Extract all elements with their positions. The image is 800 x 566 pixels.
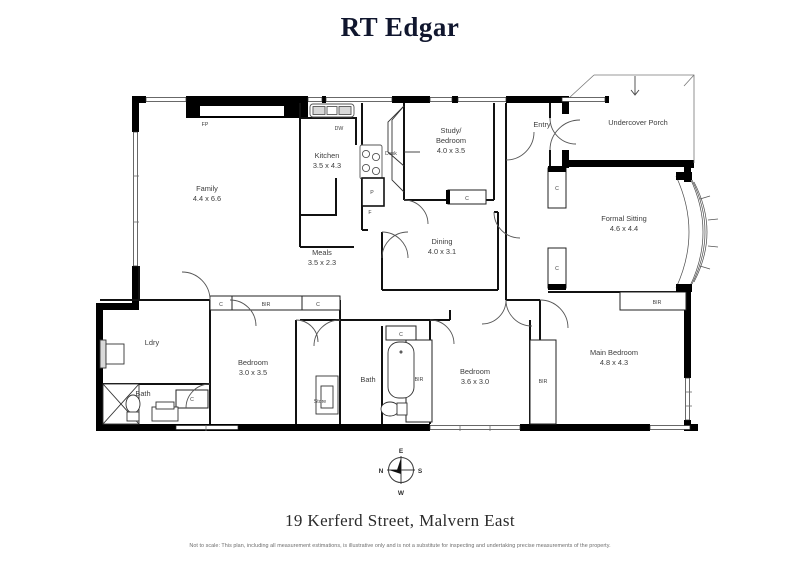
room-labels: Family 4.4 x 6.6 Kitchen 3.5 x 4.3 Meals… xyxy=(135,118,667,405)
closet-code-c-7: C xyxy=(555,266,559,272)
brand-title: RT Edgar xyxy=(340,12,460,42)
fixture-codes: FP DW Desk P F xyxy=(202,122,398,216)
room-dim-kitchen: 3.5 x 4.3 xyxy=(313,161,341,170)
closet-end-caps xyxy=(446,166,566,290)
closet-code-c-3: C xyxy=(190,397,194,403)
bay-window-curve xyxy=(675,175,708,289)
closet-code-bir-1: BIR xyxy=(262,302,271,308)
room-label-bath-left: Bath xyxy=(135,389,150,398)
fixture-code-fridge: F xyxy=(368,210,371,216)
porch-outline xyxy=(568,74,695,163)
closet-code-bir-2: BIR xyxy=(415,377,424,383)
room-label-study-bedroom: Bedroom xyxy=(436,136,466,145)
room-label-laundry: Ldry xyxy=(145,338,160,347)
compass-label-e: E xyxy=(399,448,404,455)
room-label-bedroom-2: Bedroom xyxy=(238,358,268,367)
desk-shape xyxy=(387,105,420,167)
room-label-undercover-porch: Undercover Porch xyxy=(608,118,668,127)
closet-codes: C BIR C C C BIR BIR C C C BIR xyxy=(190,186,661,403)
windows xyxy=(133,97,691,430)
property-address: 19 Kerferd Street, Malvern East xyxy=(284,511,515,530)
fixture-code-desk: Desk xyxy=(385,151,397,157)
bath-fixtures-left xyxy=(99,339,179,425)
closet-boxes xyxy=(175,167,687,425)
room-dim-main-bedroom: 4.8 x 4.3 xyxy=(600,358,628,367)
room-label-bath-centre: Bath xyxy=(360,375,375,384)
room-label-study: Study/ xyxy=(441,126,463,135)
closet-code-c-4: C xyxy=(399,332,403,338)
room-label-kitchen: Kitchen xyxy=(315,151,340,160)
closet-code-c-5: C xyxy=(465,196,469,202)
closet-code-bir-3: BIR xyxy=(539,379,548,385)
room-dim-study-bedroom: 4.0 x 3.5 xyxy=(437,146,465,155)
room-dim-family: 4.4 x 6.6 xyxy=(193,194,221,203)
compass-label-n: N xyxy=(379,468,384,475)
bay-window-mullions xyxy=(699,195,719,270)
fixture-code-fp: FP xyxy=(202,122,209,128)
study-angle-wall xyxy=(391,105,405,193)
fixture-code-dw: DW xyxy=(335,126,344,132)
closet-code-bir-4: BIR xyxy=(653,300,662,306)
room-label-entry: Entry xyxy=(533,120,551,129)
porch-entry-arrow xyxy=(630,76,640,96)
room-label-family: Family xyxy=(196,184,218,193)
door-swings xyxy=(181,117,581,409)
compass-label-s: S xyxy=(418,468,423,475)
closet-code-c-6: C xyxy=(555,186,559,192)
bath-fixtures-centre xyxy=(315,341,415,417)
room-dim-bedroom-3: 3.6 x 3.0 xyxy=(461,377,489,386)
room-label-dining: Dining xyxy=(432,237,453,246)
fixture-code-pantry: P xyxy=(370,190,374,196)
kitchen-fixtures xyxy=(309,103,385,207)
window-mullions xyxy=(133,175,692,431)
room-dim-dining: 4.0 x 3.1 xyxy=(428,247,456,256)
closet-code-c-1: C xyxy=(219,302,223,308)
room-label-meals: Meals xyxy=(312,248,332,257)
compass-rose: E S W N xyxy=(379,448,423,497)
bay-window-jambs xyxy=(676,172,692,292)
room-label-main-bedroom: Main Bedroom xyxy=(590,348,638,357)
compass-label-w: W xyxy=(398,490,405,497)
room-label-formal-sitting: Formal Sitting xyxy=(601,214,647,223)
room-label-store: Store xyxy=(314,399,327,405)
room-label-bedroom-3: Bedroom xyxy=(460,367,490,376)
room-dim-meals: 3.5 x 2.3 xyxy=(308,258,336,267)
room-dim-formal-sitting: 4.6 x 4.4 xyxy=(610,224,638,233)
disclaimer-text: Not to scale: This plan, including all m… xyxy=(189,543,611,549)
room-dim-bedroom-2: 3.0 x 3.5 xyxy=(239,368,267,377)
closet-code-c-2: C xyxy=(316,302,320,308)
